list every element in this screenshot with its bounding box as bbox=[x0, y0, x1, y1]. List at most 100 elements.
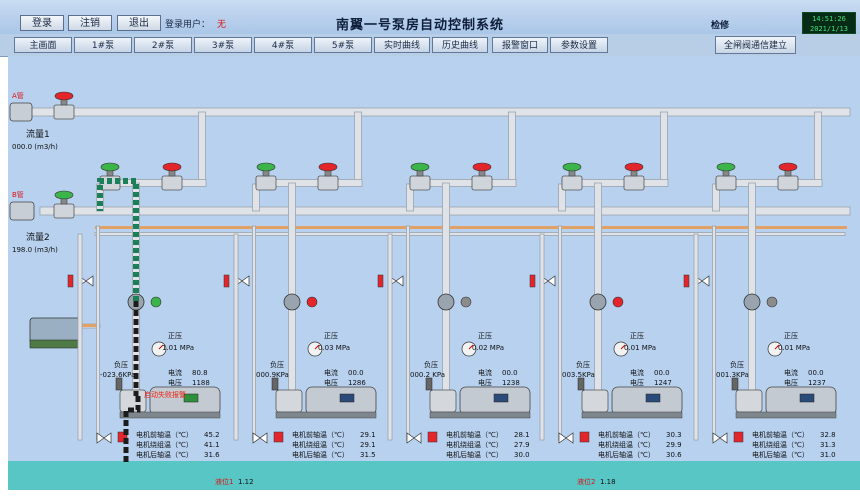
nav-realtime-curve-button[interactable]: 实时曲线 bbox=[374, 37, 430, 53]
pump4-outlet-valve-b-body[interactable] bbox=[561, 175, 583, 191]
pump4-check-valve-icon[interactable] bbox=[589, 293, 607, 311]
pump4-temp1-value: 30.3 bbox=[666, 431, 682, 439]
pump2-check-valve-icon[interactable] bbox=[283, 293, 301, 311]
pump5-pump-casing-icon[interactable] bbox=[735, 389, 763, 413]
pump2-cooling-pipe-v2 bbox=[252, 225, 256, 441]
pump5-temp2-label: 电机绕组温（℃） bbox=[752, 441, 809, 449]
pump5-outlet-valve-b-body[interactable] bbox=[715, 175, 737, 191]
pump3-suction-handle-icon[interactable] bbox=[377, 274, 384, 288]
pump5-pressure-needle bbox=[774, 344, 780, 350]
nav-pump2-button[interactable]: 2#泵 bbox=[134, 37, 192, 53]
pump2-bottom-valve-red-icon[interactable] bbox=[273, 431, 284, 443]
pump4-outlet-valve-a-handwheel-icon[interactable] bbox=[624, 162, 644, 172]
pump5-current-label: 电流 bbox=[784, 369, 798, 377]
pump2-outlet-valve-a-body[interactable] bbox=[317, 175, 339, 191]
pump5-suction-handle-icon[interactable] bbox=[683, 274, 690, 288]
pump1-fault-text: 启动失败报警 bbox=[144, 391, 186, 399]
pump2-pump-casing-icon[interactable] bbox=[275, 389, 303, 413]
nav-parameters-button[interactable]: 参数设置 bbox=[550, 37, 608, 53]
flow1-value: 000.0 (m3/h) bbox=[12, 143, 58, 151]
user-name: 无 bbox=[217, 20, 227, 30]
pump3-bottom-valve-1-left bbox=[406, 432, 415, 444]
nav-main-button[interactable]: 主画面 bbox=[14, 37, 72, 53]
pump1-outlet-valve-a-handwheel-icon[interactable] bbox=[162, 162, 182, 172]
nav-alarm-window-button[interactable]: 报警窗口 bbox=[492, 37, 548, 53]
pump4-riser-a bbox=[660, 111, 668, 186]
pump3-check-valve-icon[interactable] bbox=[437, 293, 455, 311]
pump1-bottom-valve-1-left bbox=[96, 432, 105, 444]
pump1-suction-handle-icon[interactable] bbox=[67, 274, 74, 288]
valve-comm-connect-button[interactable]: 全闸阀通信建立 bbox=[715, 36, 796, 54]
pump4-pos-pressure-label: 正压 bbox=[630, 332, 644, 340]
pump3-pump-base-icon bbox=[429, 411, 531, 419]
sump-area bbox=[8, 461, 860, 490]
nav-history-curve-button[interactable]: 历史曲线 bbox=[432, 37, 488, 53]
pump4-outlet-valve-a-body[interactable] bbox=[623, 175, 645, 191]
exit-button[interactable]: 退出 bbox=[117, 15, 161, 31]
pump3-temp1-label: 电机前轴温（℃） bbox=[446, 431, 503, 439]
pump2-suction-handle-icon[interactable] bbox=[223, 274, 230, 288]
discharge-main-pipe-a bbox=[19, 107, 851, 117]
pump1-temp3-value: 31.6 bbox=[204, 451, 220, 459]
pump5-outlet-valve-b-handwheel-icon[interactable] bbox=[716, 162, 736, 172]
pump3-pump-casing-icon[interactable] bbox=[429, 389, 457, 413]
login-button[interactable]: 登录 bbox=[20, 15, 64, 31]
pump4-pressure-needle bbox=[620, 344, 626, 350]
pump3-voltage-label: 电压 bbox=[478, 379, 492, 387]
pump1-outlet-valve-b-handwheel-icon[interactable] bbox=[100, 162, 120, 172]
pump5-bottom-valve-red-icon[interactable] bbox=[733, 431, 744, 443]
pump5-current-value: 00.0 bbox=[808, 369, 824, 377]
pump4-suction-handle-icon[interactable] bbox=[529, 274, 536, 288]
pump5-cooling-pipe-v2 bbox=[712, 225, 716, 441]
main-b-valve-body[interactable] bbox=[53, 203, 75, 219]
main-b-valve-handwheel-icon[interactable] bbox=[54, 190, 74, 200]
pump1-bottom-valve-red-icon[interactable] bbox=[117, 431, 128, 443]
pump5-outlet-valve-a-body[interactable] bbox=[777, 175, 799, 191]
pump3-voltage-value: 1238 bbox=[502, 379, 520, 387]
pump2-outlet-valve-b-handwheel-icon[interactable] bbox=[256, 162, 276, 172]
nav-pump3-button[interactable]: 3#泵 bbox=[194, 37, 252, 53]
pump4-suction-bowtie-right bbox=[547, 275, 556, 287]
pump4-bottom-valve-red-icon[interactable] bbox=[579, 431, 590, 443]
pump2-temp1-label: 电机前轴温（℃） bbox=[292, 431, 349, 439]
pump5-bottom-valve-1-left bbox=[712, 432, 721, 444]
pump3-outlet-valve-b-body[interactable] bbox=[409, 175, 431, 191]
pump4-bottom-valve-1-left bbox=[558, 432, 567, 444]
flow2-value: 198.0 (m3/h) bbox=[12, 246, 58, 254]
title-bar: 登录 注销 退出 登录用户： 无 南翼一号泵房自动控制系统 检修 14:51:2… bbox=[0, 0, 860, 35]
nav-pump4-button[interactable]: 4#泵 bbox=[254, 37, 312, 53]
pump4-neg-pressure-label: 负压 bbox=[576, 361, 590, 369]
pump4-outlet-valve-b-handwheel-icon[interactable] bbox=[562, 162, 582, 172]
pump2-outlet-valve-b-body[interactable] bbox=[255, 175, 277, 191]
pump3-outlet-valve-a-body[interactable] bbox=[471, 175, 493, 191]
pump3-outlet-valve-b-handwheel-icon[interactable] bbox=[410, 162, 430, 172]
logout-button[interactable]: 注销 bbox=[68, 15, 112, 31]
pump3-neg-pressure-value: 000.2 KPa bbox=[410, 371, 446, 379]
pump4-temp3-value: 30.6 bbox=[666, 451, 682, 459]
pump1-current-value: 80.8 bbox=[192, 369, 208, 377]
pump4-pump-casing-icon[interactable] bbox=[581, 389, 609, 413]
pump2-outlet-valve-a-handwheel-icon[interactable] bbox=[318, 162, 338, 172]
pump4-vacuum-sensor-icon bbox=[577, 377, 585, 391]
pump5-motor-plate-icon bbox=[799, 393, 815, 403]
pump1-pos-pressure-label: 正压 bbox=[168, 332, 182, 340]
pump1-suction-bowtie-right bbox=[85, 275, 94, 287]
pump4-cooling-pipe-v bbox=[539, 233, 545, 441]
main-a-valve-body[interactable] bbox=[53, 104, 75, 120]
nav-pump5-button[interactable]: 5#泵 bbox=[314, 37, 372, 53]
pump3-bottom-valve-red-icon[interactable] bbox=[427, 431, 438, 443]
user-label: 登录用户： bbox=[165, 20, 211, 30]
pump4-motor-plate-icon bbox=[645, 393, 661, 403]
pump1-outlet-valve-a-body[interactable] bbox=[161, 175, 183, 191]
pump4-temp2-value: 29.9 bbox=[666, 441, 682, 449]
pump3-cooling-pipe-v bbox=[387, 233, 393, 441]
nav-pump1-button[interactable]: 1#泵 bbox=[74, 37, 132, 53]
pump3-outlet-valve-a-handwheel-icon[interactable] bbox=[472, 162, 492, 172]
pump5-discharge-pipe bbox=[748, 182, 756, 401]
main-a-valve-handwheel-icon[interactable] bbox=[54, 91, 74, 101]
pump5-check-valve-icon[interactable] bbox=[743, 293, 761, 311]
pump3-bottom-valve-1-right bbox=[413, 432, 422, 444]
pump1-cooling-pipe-v bbox=[77, 233, 83, 441]
pump5-outlet-valve-a-handwheel-icon[interactable] bbox=[778, 162, 798, 172]
